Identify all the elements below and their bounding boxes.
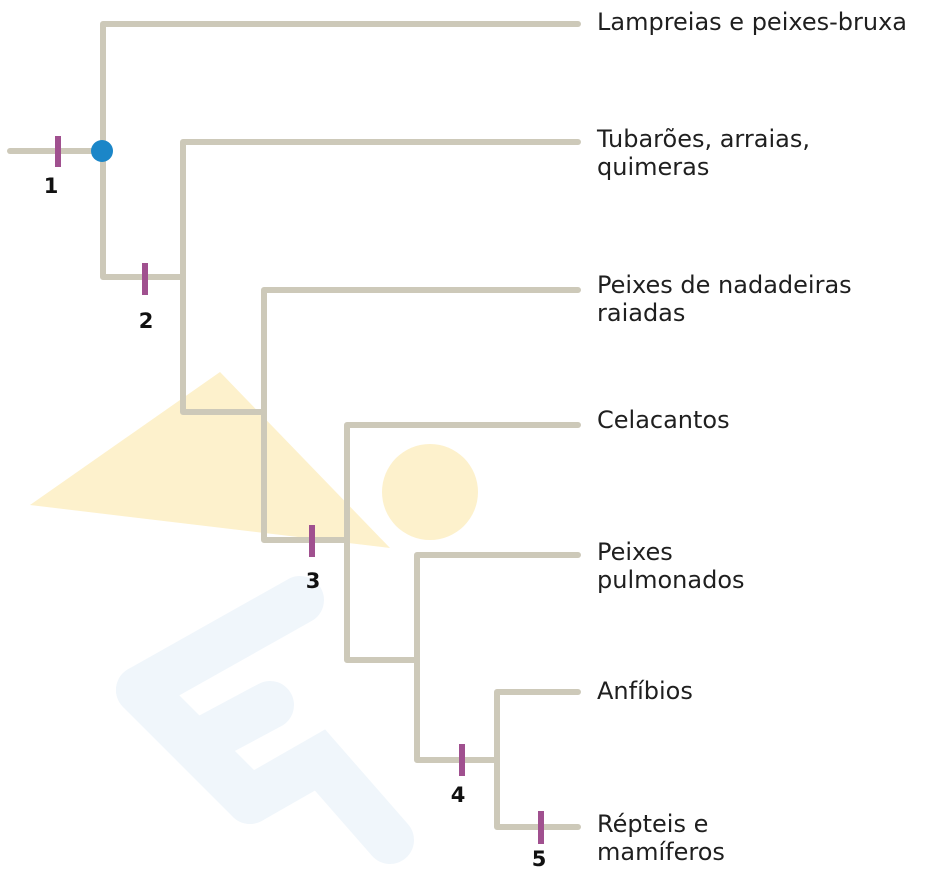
marker-1-label: 1 xyxy=(43,174,59,198)
taxon-label-line: Peixes de nadadeiras xyxy=(597,271,852,299)
branch-peixes-raiadas xyxy=(261,287,581,415)
branch-to-node-e xyxy=(344,537,420,663)
taxon-label-line: quimeras xyxy=(597,153,710,181)
watermark-logo xyxy=(30,372,478,864)
taxon-label-repteis: Répteis e mamíferos xyxy=(597,810,725,866)
branch-to-node-d xyxy=(261,409,350,543)
taxon-label-line: Celacantos xyxy=(597,406,730,434)
taxon-label-line: Lampreias e peixes-bruxa xyxy=(597,8,907,36)
marker-3-label: 3 xyxy=(305,569,321,593)
branch-celacantos xyxy=(344,422,581,543)
taxon-label-tubaroes: Tubarões, arraias, quimeras xyxy=(597,125,810,181)
taxon-label-line: Tubarões, arraias, xyxy=(597,125,810,153)
taxon-label-line: Peixes xyxy=(597,538,673,566)
branch-repteis xyxy=(494,757,581,830)
taxon-label-anfibios: Anfíbios xyxy=(597,677,693,705)
taxon-label-peixes-pulmonados: Peixes pulmonados xyxy=(597,538,745,594)
synapomorphy-markers xyxy=(55,136,544,844)
branches xyxy=(7,21,581,830)
taxon-label-line: raiadas xyxy=(597,299,686,327)
root-node-dot xyxy=(91,140,113,162)
branch-anfibios xyxy=(494,689,581,763)
taxon-label-line: Répteis e xyxy=(597,810,709,838)
taxon-label-celacantos: Celacantos xyxy=(597,406,730,434)
taxon-label-line: mamíferos xyxy=(597,838,725,866)
branch-to-node-c xyxy=(180,274,267,415)
marker-4-label: 4 xyxy=(450,783,466,807)
taxon-label-peixes-raiadas: Peixes de nadadeiras raiadas xyxy=(597,271,852,327)
branch-lampreias xyxy=(100,21,581,154)
branch-to-node-b xyxy=(100,148,186,280)
taxon-label-line: pulmonados xyxy=(597,566,745,594)
taxon-label-line: Anfíbios xyxy=(597,677,693,705)
branch-tubaroes xyxy=(180,139,581,280)
marker-5-label: 5 xyxy=(531,847,547,871)
marker-2-label: 2 xyxy=(138,309,154,333)
branch-to-node-f xyxy=(414,657,500,763)
branch-peixes-pulmonados xyxy=(414,552,581,663)
taxon-label-lampreias: Lampreias e peixes-bruxa xyxy=(597,8,907,36)
